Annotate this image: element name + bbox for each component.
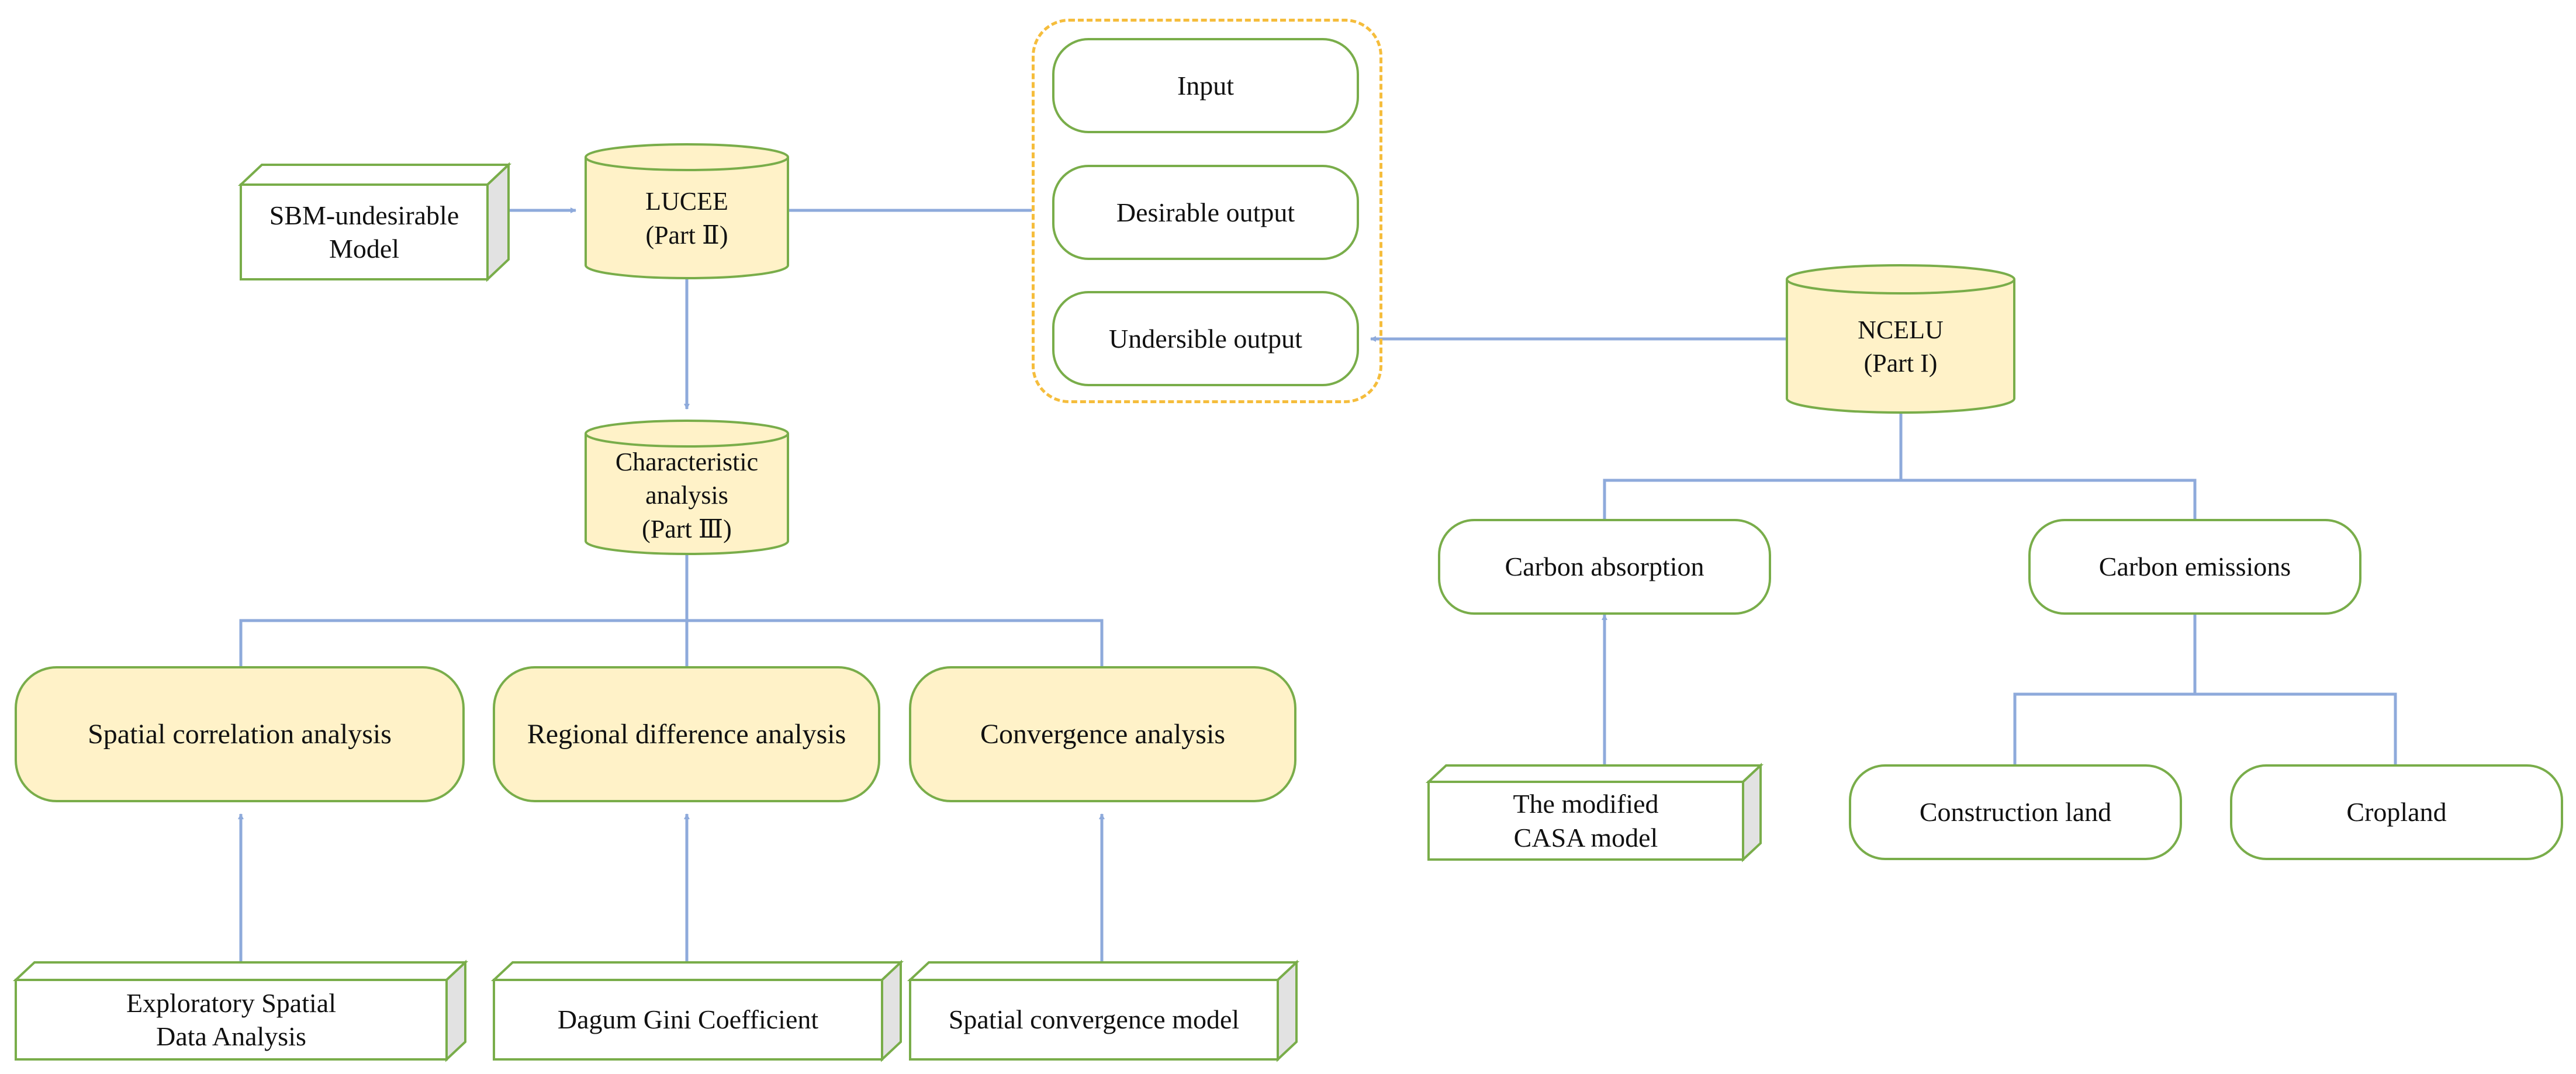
esda-box: Exploratory Spatial Data Analysis <box>12 959 469 1062</box>
characteristic-cylinder: Characteristic analysis (Part Ⅲ) <box>585 420 789 555</box>
convergence-label: Convergence analysis <box>980 718 1225 750</box>
spatial-correlation-label: Spatial correlation analysis <box>88 718 392 750</box>
undesirable-output-label: Undersible output <box>1109 323 1302 354</box>
esda-label: Exploratory Spatial Data Analysis <box>126 988 336 1052</box>
input-label: Input <box>1177 70 1235 101</box>
desirable-output-box: Desirable output <box>1052 165 1359 260</box>
undesirable-output-box: Undersible output <box>1052 291 1359 386</box>
spatial-convergence-label: Spatial convergence model <box>948 1004 1240 1035</box>
regional-difference-label: Regional difference analysis <box>527 718 846 750</box>
input-box: Input <box>1052 38 1359 133</box>
construction-land-box: Construction land <box>1849 764 2182 860</box>
ncelu-cylinder: NCELU (Part I) <box>1786 264 2015 414</box>
sbm-model-box: SBM-undesirable Model <box>237 162 512 282</box>
connector-emissions-to-cropland <box>2195 692 2397 764</box>
carbon-absorption-box: Carbon absorption <box>1438 519 1771 615</box>
casa-model-box: The modified CASA model <box>1425 763 1764 862</box>
carbon-absorption-label: Carbon absorption <box>1505 552 1704 582</box>
dagum-box: Dagum Gini Coefficient <box>490 959 904 1062</box>
carbon-emissions-box: Carbon emissions <box>2028 519 2361 615</box>
connector-ncelu-tree <box>1603 414 1903 519</box>
input-output-group <box>1032 19 1382 403</box>
connector-ncelu-to-emissions <box>1901 479 2197 519</box>
ncelu-label: NCELU (Part I) <box>1858 315 1944 377</box>
casa-model-label: The modified CASA model <box>1513 789 1659 853</box>
sbm-model-label: SBM-undesirable Model <box>269 200 459 264</box>
connector-emissions-tree <box>2013 612 2197 764</box>
regional-difference-box: Regional difference analysis <box>493 666 880 802</box>
spatial-correlation-box: Spatial correlation analysis <box>15 666 465 802</box>
lucee-label: LUCEE (Part Ⅱ) <box>645 187 728 250</box>
construction-land-label: Construction land <box>1919 797 2112 827</box>
lucee-cylinder: LUCEE (Part Ⅱ) <box>585 143 789 279</box>
cropland-label: Cropland <box>2346 797 2447 827</box>
characteristic-label: Characteristic analysis (Part Ⅲ) <box>615 448 759 543</box>
carbon-emissions-label: Carbon emissions <box>2098 552 2291 582</box>
convergence-box: Convergence analysis <box>909 666 1296 802</box>
cropland-box: Cropland <box>2230 764 2563 860</box>
spatial-convergence-box: Spatial convergence model <box>907 959 1300 1062</box>
connector-characteristic-to-convergence <box>687 619 1104 666</box>
dagum-label: Dagum Gini Coefficient <box>557 1004 819 1035</box>
desirable-output-label: Desirable output <box>1116 197 1295 227</box>
connector-characteristic-tree <box>239 555 689 666</box>
